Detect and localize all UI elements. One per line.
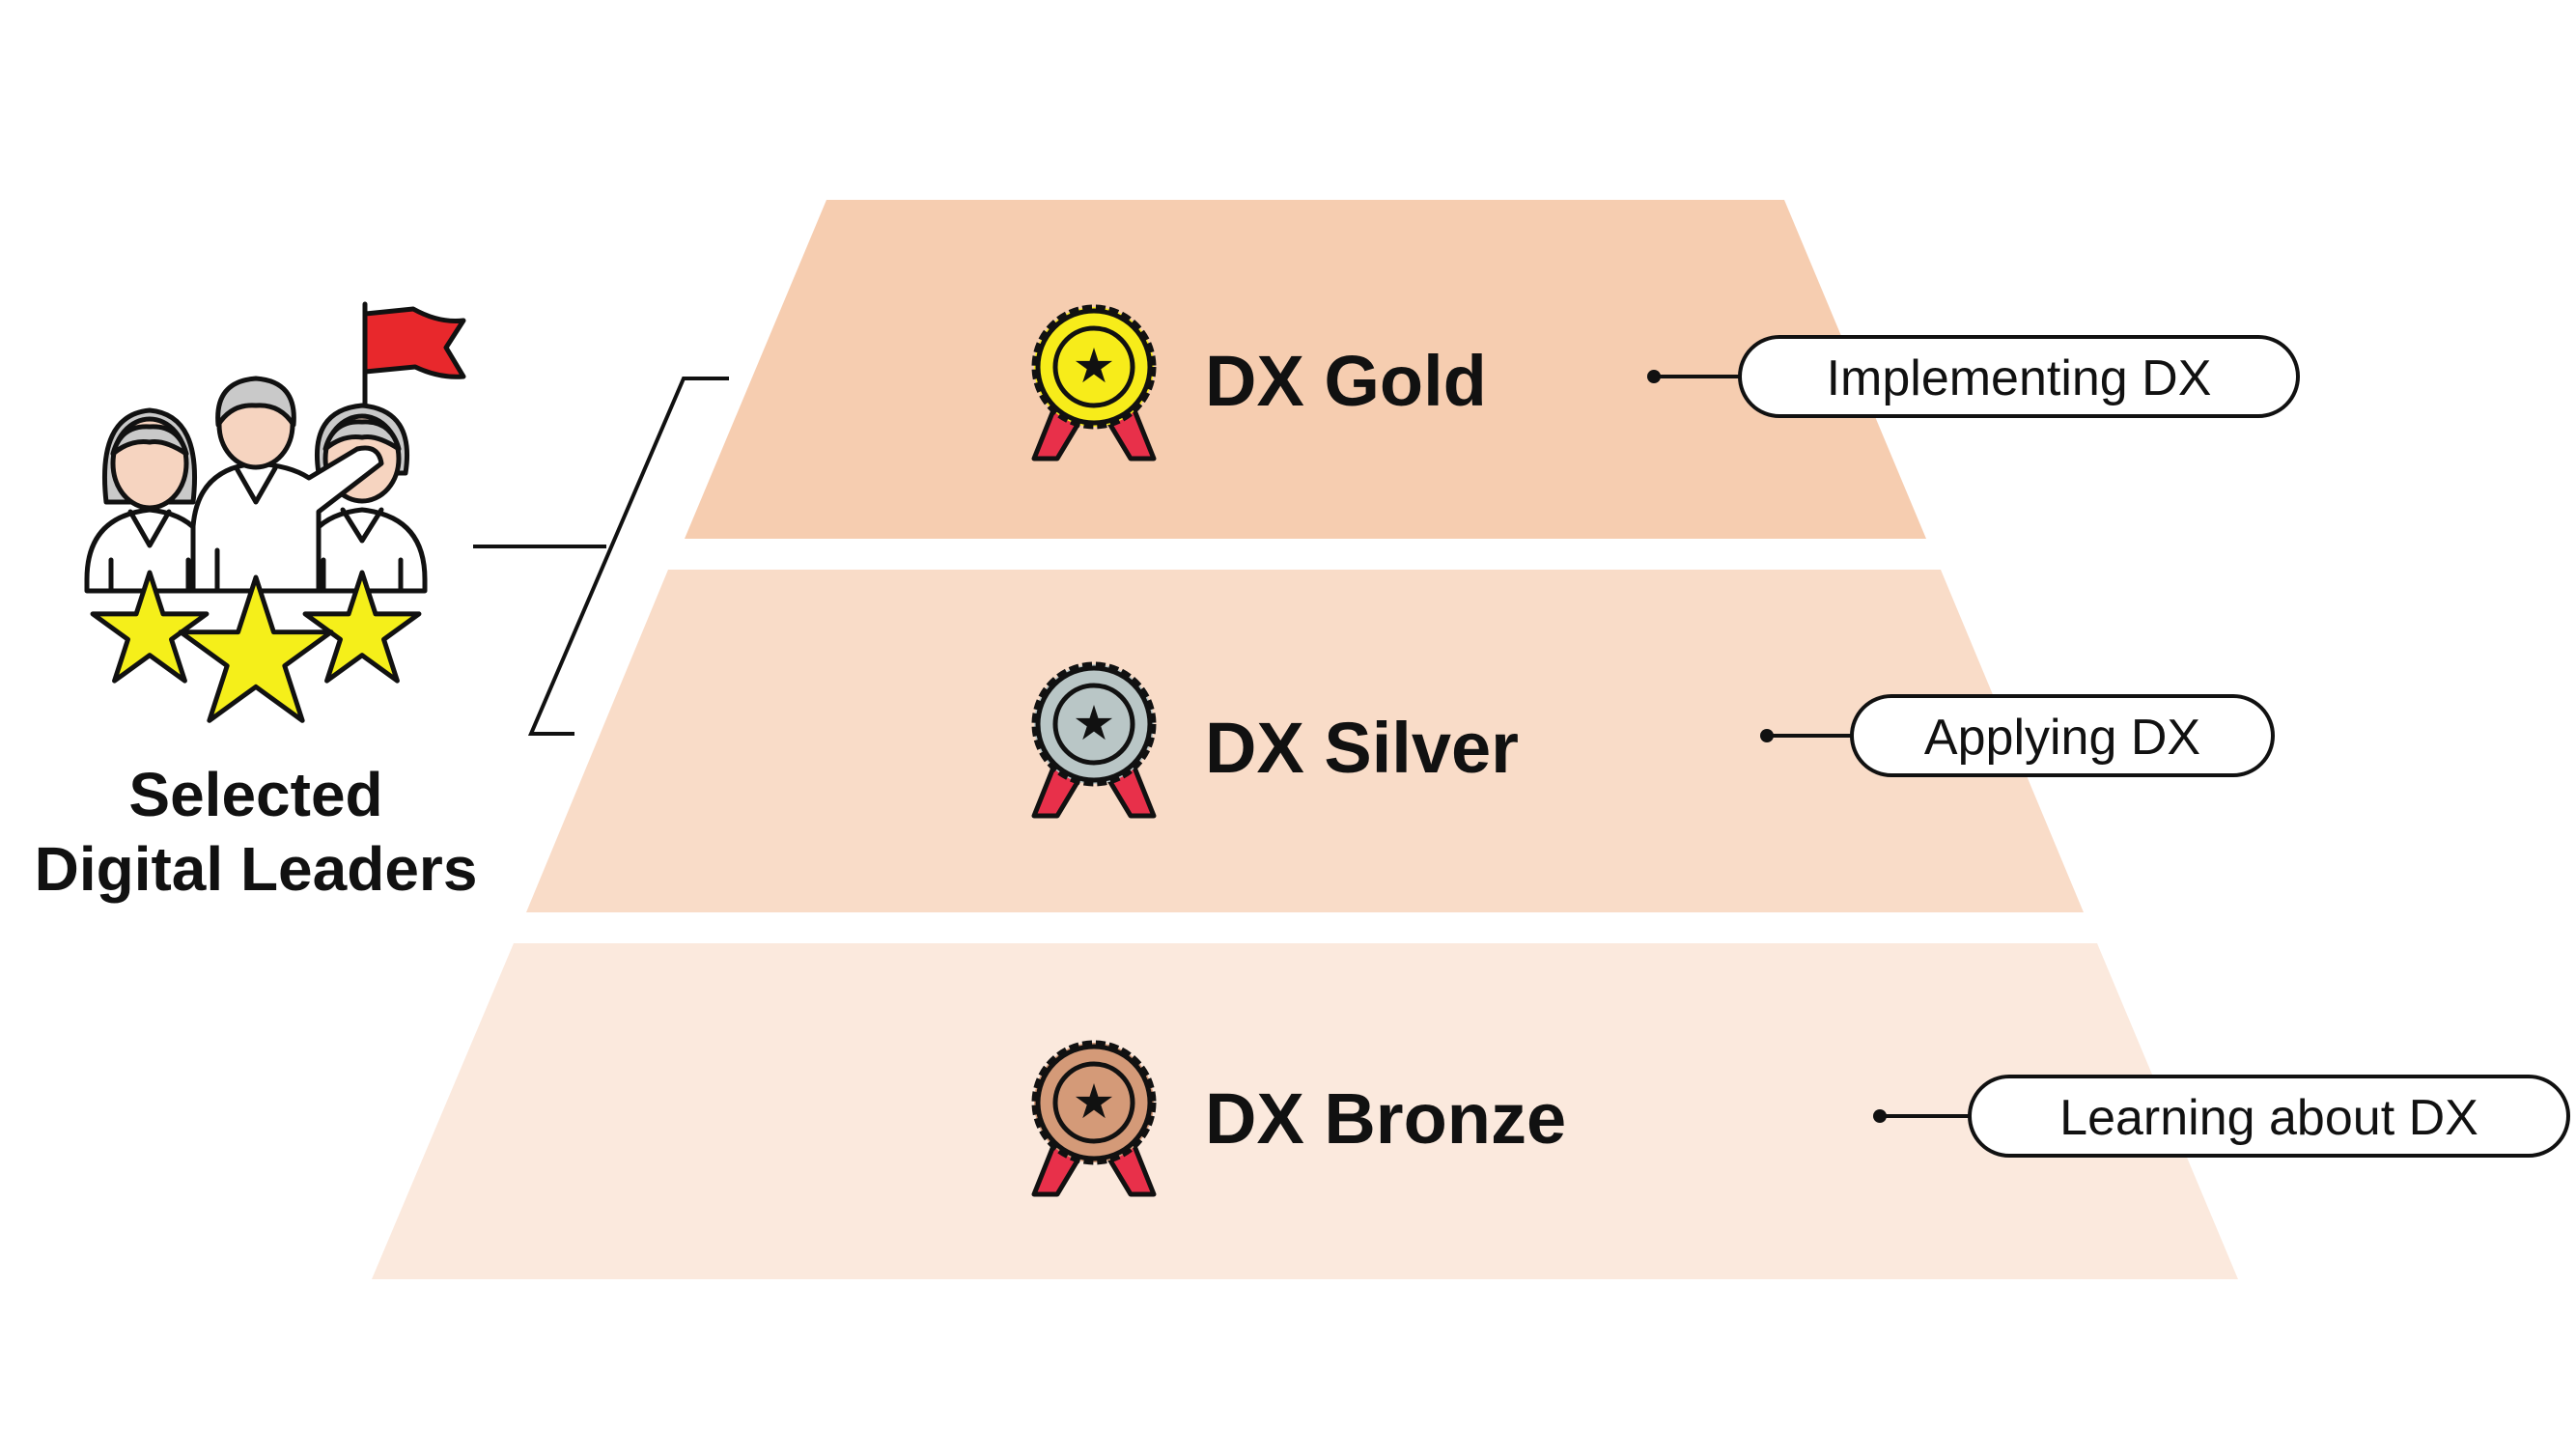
tier-band-gold xyxy=(685,200,1926,539)
tier-band-silver xyxy=(526,570,2084,912)
leaders-caption-line1: Selected xyxy=(128,760,382,829)
tier-title-gold: DX Gold xyxy=(1205,341,1487,421)
medal-bronze-icon xyxy=(1031,1040,1157,1197)
tier-title-silver: DX Silver xyxy=(1205,708,1519,788)
level-callout-gold: Implementing DX xyxy=(1647,335,2300,418)
medal-gold-icon xyxy=(1031,304,1157,461)
leaders-bracket xyxy=(473,377,729,736)
team-leaders-flag-icon xyxy=(87,301,466,720)
level-label-bronze: Learning about DX xyxy=(2059,1090,2478,1146)
tier-band-bronze xyxy=(372,943,2238,1279)
level-callout-silver: Applying DX xyxy=(1760,694,2275,777)
level-label-gold: Implementing DX xyxy=(1827,350,2212,406)
leaders-caption-line2: Digital Leaders xyxy=(35,834,478,904)
tier-title-bronze: DX Bronze xyxy=(1205,1078,1566,1159)
pyramid xyxy=(372,200,2238,1279)
level-label-silver: Applying DX xyxy=(1924,710,2200,766)
level-callout-bronze: Learning about DX xyxy=(1873,1075,2570,1158)
medal-silver-icon xyxy=(1031,661,1157,819)
